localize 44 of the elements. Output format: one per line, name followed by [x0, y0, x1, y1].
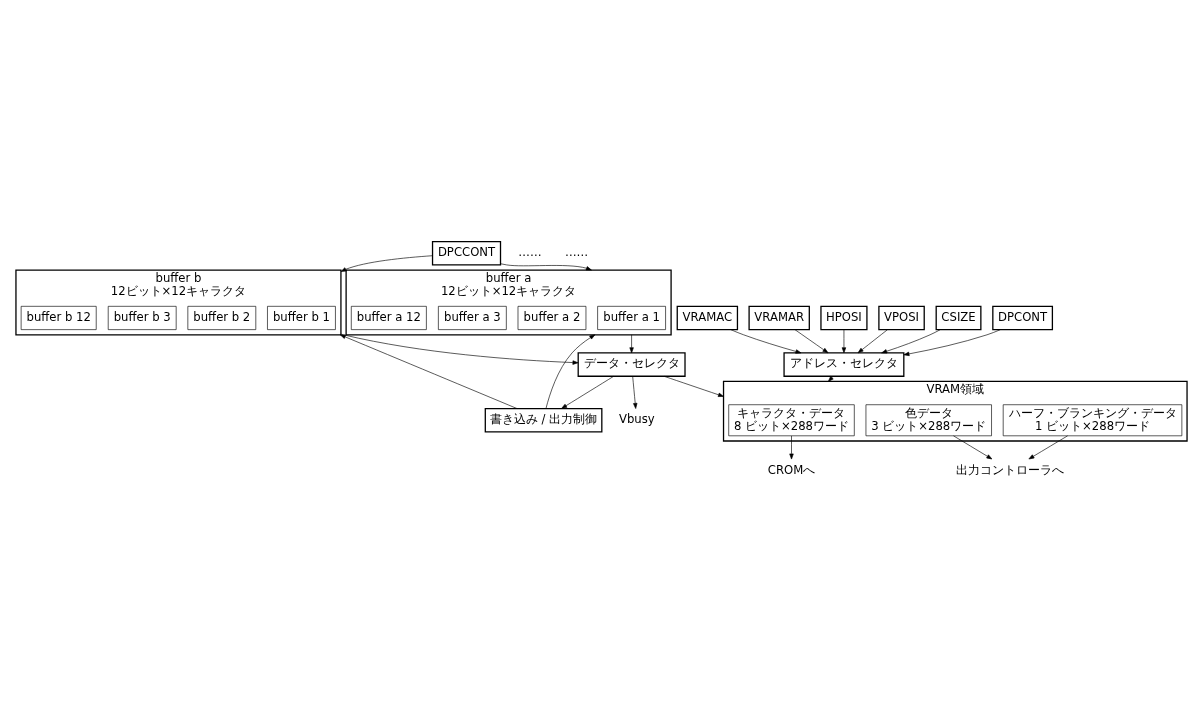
label: ……	[518, 245, 542, 260]
node-box: HPOSI	[820, 305, 868, 331]
arrow	[903, 329, 1001, 356]
arrow	[730, 329, 802, 354]
node-box: buffer a 12	[350, 306, 427, 330]
node-box: VPOSI	[878, 305, 925, 331]
node-box: buffer b 2	[187, 306, 257, 330]
node-box: データ・セレクタ	[577, 352, 686, 377]
node-box: buffer a 1	[597, 306, 666, 330]
node-text: CROMへ	[767, 462, 816, 477]
node-box: buffer b 1	[267, 306, 336, 330]
node-box: ハーフ・ブランキング・データ 1 ビット×288ワード	[1002, 404, 1183, 437]
node-text: Vbusy	[618, 412, 655, 427]
node-box: buffer a 2	[517, 306, 587, 330]
arrow	[828, 376, 834, 382]
arrow	[841, 329, 847, 354]
arrow	[663, 376, 724, 397]
arrow	[629, 334, 634, 354]
node-text: 出力コントローラへ	[956, 462, 1065, 477]
arrow	[561, 376, 614, 409]
node-box: CSIZE	[935, 305, 982, 331]
label: ……	[564, 245, 589, 260]
arrow	[545, 334, 596, 409]
arrow	[794, 329, 829, 354]
node-box: VRAMAC	[676, 305, 739, 331]
node-box: buffer b 12	[20, 306, 97, 330]
node-box: キャラクタ・データ 8 ビット×288ワード	[728, 404, 855, 437]
node-box: DPCCONT	[431, 240, 502, 266]
node-box: buffer b 3	[107, 306, 177, 330]
arrow	[881, 329, 941, 354]
arrow	[857, 329, 888, 354]
arrow	[340, 255, 433, 272]
arrow	[789, 435, 794, 460]
arrow	[632, 376, 638, 409]
arrow	[1028, 435, 1068, 460]
arrow	[339, 334, 518, 409]
node-box: 書き込み / 出力制御	[484, 407, 603, 433]
arrow	[500, 263, 592, 271]
node-box: DPCONT	[992, 305, 1054, 331]
arrow	[340, 333, 579, 365]
node-box: buffer a 3	[438, 306, 507, 330]
node-box: VRAMAR	[748, 305, 810, 331]
arrow	[953, 435, 993, 460]
node-box: 色データ 3 ビット×288ワード	[865, 404, 992, 437]
